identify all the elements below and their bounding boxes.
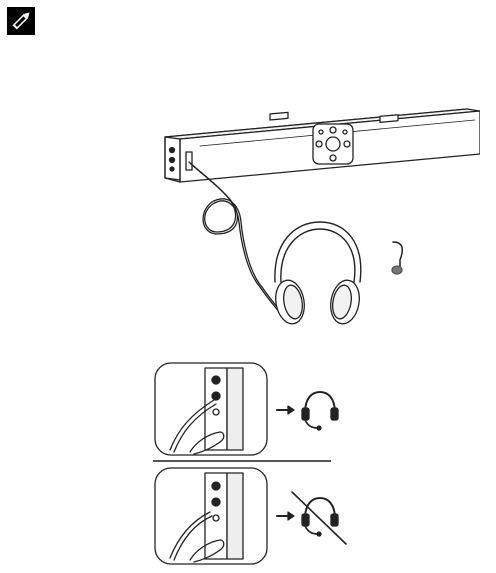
divider-line	[153, 460, 331, 462]
soundbar-headphones-illustration	[155, 92, 480, 337]
control-panel	[313, 124, 353, 164]
headphone-cable	[189, 162, 287, 320]
soundbar	[165, 109, 480, 182]
indicator-panel-disconnected	[150, 464, 350, 570]
headphones	[272, 222, 362, 326]
jack-closeup	[155, 363, 267, 455]
jack-closeup	[155, 468, 267, 564]
headset-icon	[302, 392, 338, 430]
headset-crossed-icon	[292, 492, 346, 544]
arrow-right-icon	[277, 406, 294, 414]
note-pencil-icon	[6, 6, 36, 36]
arrow-right-icon	[277, 512, 294, 520]
music-note-icon	[392, 242, 402, 274]
indicator-panel-connected	[150, 360, 340, 460]
